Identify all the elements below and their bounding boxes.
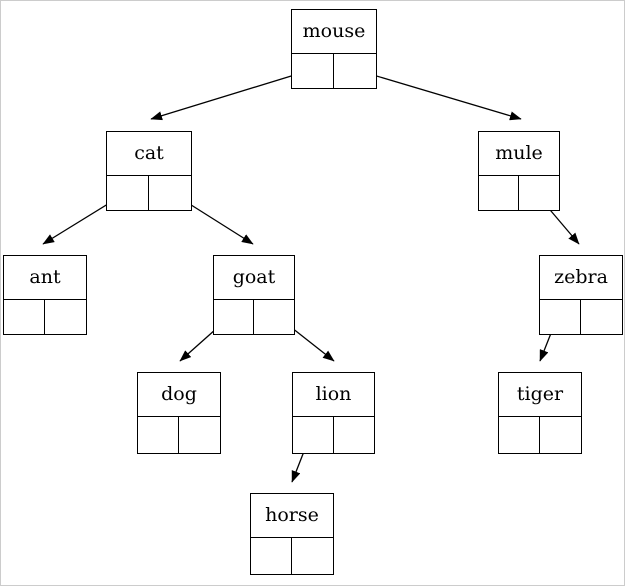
tree-node-mule[interactable]: mule — [478, 131, 560, 211]
tree-node-left-pointer-mule[interactable] — [479, 176, 519, 210]
tree-node-lion[interactable]: lion — [292, 372, 375, 454]
tree-node-right-pointer-ant[interactable] — [45, 300, 86, 334]
tree-node-label-ant: ant — [4, 256, 86, 300]
tree-node-pointers-ant — [4, 300, 86, 334]
tree-node-label-zebra: zebra — [540, 256, 622, 300]
tree-node-right-pointer-goat[interactable] — [254, 300, 294, 334]
tree-node-label-horse: horse — [251, 494, 333, 538]
tree-node-right-pointer-tiger[interactable] — [540, 417, 581, 453]
tree-node-left-pointer-zebra[interactable] — [540, 300, 581, 334]
tree-node-label-lion: lion — [293, 373, 374, 417]
tree-node-label-mule: mule — [479, 132, 559, 176]
tree-node-left-pointer-horse[interactable] — [251, 538, 292, 574]
tree-node-pointers-tiger — [499, 417, 581, 453]
tree-node-left-pointer-dog[interactable] — [138, 417, 179, 453]
tree-node-zebra[interactable]: zebra — [539, 255, 623, 335]
tree-node-left-pointer-tiger[interactable] — [499, 417, 540, 453]
tree-node-right-pointer-mule[interactable] — [519, 176, 559, 210]
tree-node-left-pointer-lion[interactable] — [293, 417, 334, 453]
tree-node-label-cat: cat — [107, 132, 191, 176]
tree-node-left-pointer-ant[interactable] — [4, 300, 45, 334]
tree-node-right-pointer-zebra[interactable] — [581, 300, 622, 334]
tree-node-pointers-dog — [138, 417, 220, 453]
tree-edge-mouse-left-cat — [150, 68, 315, 121]
tree-node-pointers-cat — [107, 176, 191, 210]
tree-node-right-pointer-dog[interactable] — [179, 417, 220, 453]
tree-node-dog[interactable]: dog — [137, 372, 221, 454]
tree-node-pointers-horse — [251, 538, 333, 574]
tree-node-label-tiger: tiger — [499, 373, 581, 417]
tree-node-label-mouse: mouse — [292, 10, 376, 54]
tree-node-pointers-mouse — [292, 54, 376, 88]
tree-node-cat[interactable]: cat — [106, 131, 192, 211]
tree-node-right-pointer-mouse[interactable] — [334, 54, 376, 88]
tree-node-right-pointer-horse[interactable] — [292, 538, 333, 574]
tree-edge-mouse-right-mule — [352, 68, 522, 121]
tree-node-label-goat: goat — [214, 256, 294, 300]
tree-node-left-pointer-cat[interactable] — [107, 176, 149, 210]
tree-node-right-pointer-lion[interactable] — [334, 417, 375, 453]
tree-node-pointers-mule — [479, 176, 559, 210]
tree-node-right-pointer-cat[interactable] — [149, 176, 191, 210]
tree-node-pointers-lion — [293, 417, 374, 453]
tree-node-label-dog: dog — [138, 373, 220, 417]
tree-node-left-pointer-goat[interactable] — [214, 300, 254, 334]
tree-node-horse[interactable]: horse — [250, 493, 334, 575]
tree-node-goat[interactable]: goat — [213, 255, 295, 335]
tree-node-mouse[interactable]: mouse — [291, 9, 377, 89]
tree-node-tiger[interactable]: tiger — [498, 372, 582, 454]
tree-node-pointers-zebra — [540, 300, 622, 334]
tree-node-ant[interactable]: ant — [3, 255, 87, 335]
tree-node-pointers-goat — [214, 300, 294, 334]
tree-node-left-pointer-mouse[interactable] — [292, 54, 334, 88]
